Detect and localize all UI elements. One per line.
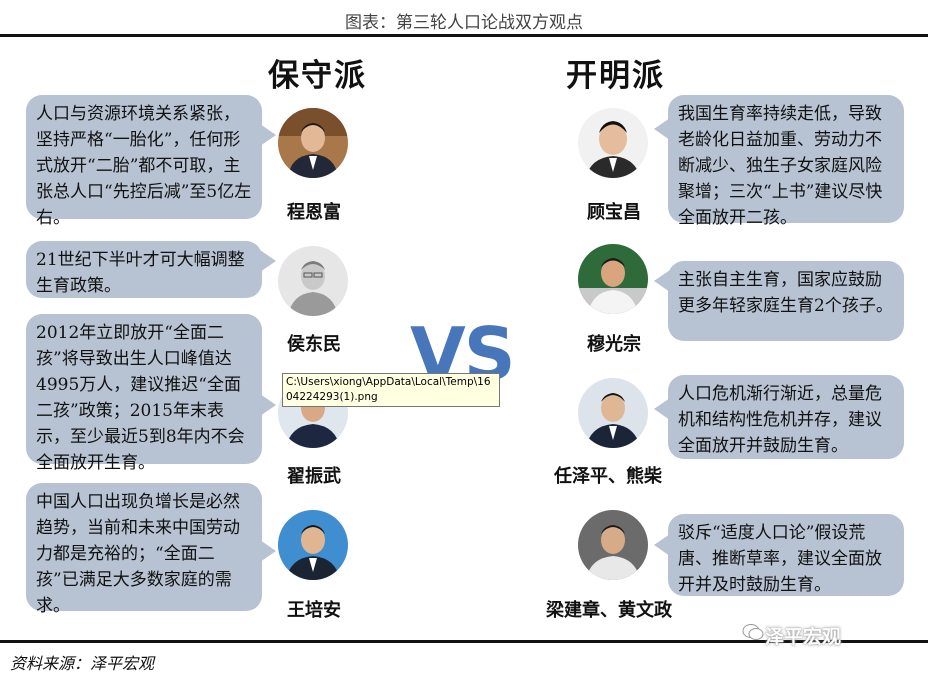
liberal-heading: 开明派 bbox=[566, 58, 665, 94]
view-bubble-mu-guangzong: 主张自主生育，国家应鼓励更多年轻家庭生育2个孩子。 bbox=[668, 261, 904, 341]
view-bubble-wang-peian: 中国人口出现负增长是必然趋势，当前和未来中国劳动力都是充裕的；“全面二孩”已满足… bbox=[26, 483, 262, 616]
avatar-wang-peian bbox=[278, 510, 348, 580]
bottom-rule bbox=[0, 640, 928, 643]
view-bubble-zhai-zhenwu: 2012年立即放开“全面二孩”将导致出生人口峰值达4995万人，建议推迟“全面二… bbox=[26, 314, 262, 473]
name-wang-peian: 王培安 bbox=[287, 600, 341, 621]
bubble-tail bbox=[260, 250, 276, 272]
wechat-icon bbox=[742, 622, 764, 646]
bubble-tail bbox=[654, 398, 670, 420]
avatar-cheng-enfu bbox=[278, 108, 348, 178]
view-bubble-gu-baochang: 我国生育率持续走低，导致老龄化日益加重、劳动力不断减少、独生子女家庭风险聚增；三… bbox=[668, 95, 904, 228]
bubble-tail bbox=[260, 124, 276, 146]
name-zhai-zhenwu: 翟振武 bbox=[287, 466, 341, 487]
conservative-heading: 保守派 bbox=[268, 58, 367, 94]
bubble-tail bbox=[654, 270, 670, 292]
name-gu-baochang: 顾宝昌 bbox=[587, 202, 641, 223]
name-liang-jianzhang-huang-wenzheng: 梁建章、黄文政 bbox=[546, 600, 672, 621]
avatar-mu-guangzong bbox=[578, 244, 648, 314]
source-note: 资料来源：泽平宏观 bbox=[10, 654, 155, 673]
top-rule bbox=[0, 34, 928, 37]
bubble-tail bbox=[654, 534, 670, 556]
avatar-hou-dongmin bbox=[278, 246, 348, 316]
name-hou-dongmin: 侯东民 bbox=[287, 334, 341, 355]
bubble-tail bbox=[654, 118, 670, 140]
view-bubble-hou-dongmin: 21世纪下半叶才可大幅调整生育政策。 bbox=[26, 241, 262, 298]
avatar-gu-baochang bbox=[578, 108, 648, 178]
name-mu-guangzong: 穆光宗 bbox=[587, 334, 641, 355]
watermark-text: 泽平宏观 bbox=[765, 626, 842, 648]
view-bubble-cheng-enfu: 人口与资源环境关系紧张，坚持严格“一胎化”，任何形式放开“二胎”都不可取，主张总… bbox=[26, 95, 262, 228]
view-bubble-ren-zeping-xiong-chai: 人口危机渐行渐近，总量危机和结构性危机并存，建议全面放开并鼓励生育。 bbox=[668, 375, 904, 459]
avatar-liang-jianzhang bbox=[578, 510, 648, 580]
name-cheng-enfu: 程恩富 bbox=[287, 202, 341, 223]
bubble-tail bbox=[260, 540, 276, 562]
file-path-tooltip: C:\Users\xiong\AppData\Local\Temp\160422… bbox=[282, 373, 500, 407]
name-ren-zeping-xiong-chai: 任泽平、熊柴 bbox=[554, 466, 662, 487]
avatar-ren-zeping bbox=[578, 378, 648, 448]
figure-title: 图表：第三轮人口论战双方观点 bbox=[345, 13, 583, 33]
view-bubble-liang-jianzhang-huang-wenzheng: 驳斥“适度人口论”假设荒唐、推断草率，建议全面放开并及时鼓励生育。 bbox=[668, 514, 904, 596]
bubble-tail bbox=[260, 394, 276, 416]
